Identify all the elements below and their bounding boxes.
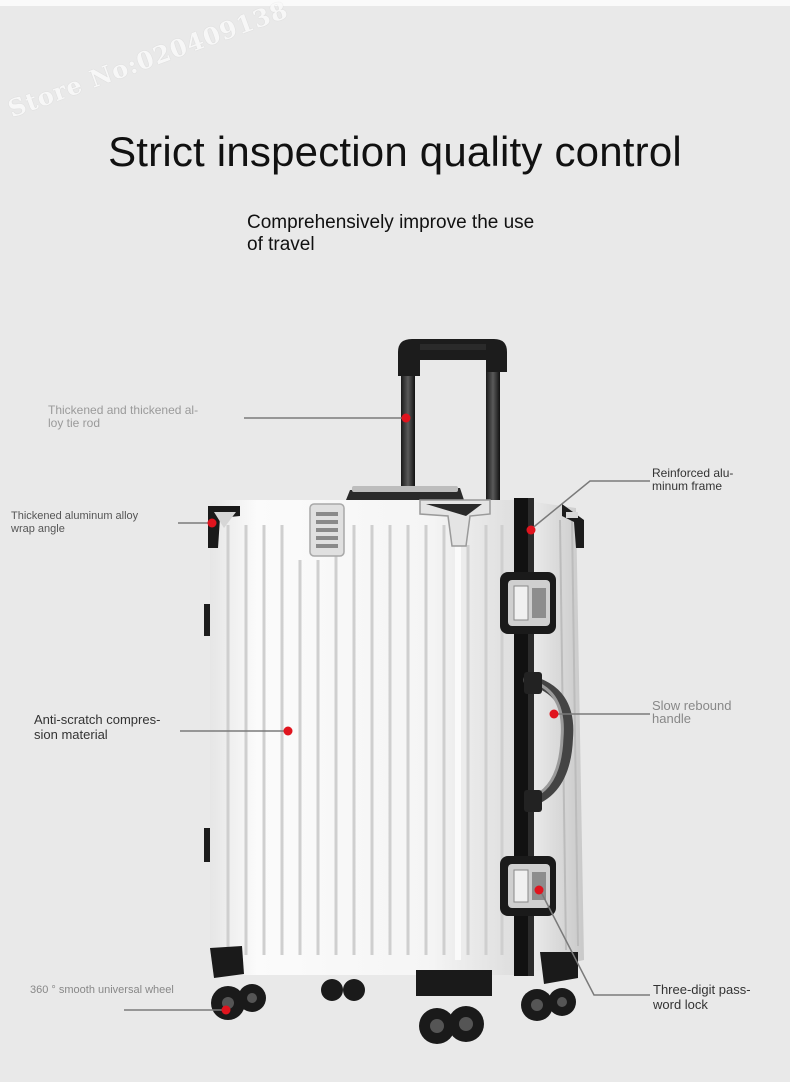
combination-lock [500,856,556,916]
wheel-left [211,984,266,1020]
subtitle-line-1: Comprehensively improve the use [247,212,535,233]
wheel-right [521,988,576,1021]
callout-material-line-2: sion material [34,727,108,742]
callout-wrap-angle-line-2: wrap angle [11,523,65,535]
callout-handle-line-1: Slow rebound [652,698,732,713]
upper-latch [500,572,556,634]
callout-material: Anti-scratch compres- sion material [34,712,160,742]
marker-frame [526,525,536,535]
side-handle [523,672,574,812]
callout-wrap-angle: Thickened aluminum alloy wrap angle [11,510,138,536]
marker-material [283,726,293,736]
marker-handle [549,709,559,719]
vent-badge [309,503,345,557]
callout-wrap-angle-line-1: Thickened aluminum alloy [11,510,139,522]
top-band [0,0,790,6]
marker-wheel [221,1005,231,1015]
page-subtitle: Comprehensively improve the use of trave… [247,212,534,256]
callout-handle: Slow rebound handle [652,699,732,725]
marker-wrap-angle [207,518,217,528]
callout-lock-line-1: Three-digit pass- [653,982,751,997]
callout-leaders [124,417,650,1011]
marker-lock [534,885,544,895]
callout-wheel: 360 ° smooth universal wheel [30,984,174,997]
suitcase-front-shell [210,500,522,975]
corner-guard-left [208,506,240,548]
telescopic-handle [398,339,507,508]
feature-markers [207,413,559,1015]
callout-frame-line-1: Reinforced alu- [652,466,734,480]
callout-tie-rod-line-2: loy tie rod [48,416,101,430]
subtitle-line-2: of travel [247,234,315,255]
callout-frame-line-2: minum frame [652,479,723,493]
callout-frame: Reinforced alu- minum frame [652,467,733,493]
callout-tie-rod-line-1: Thickened and thickened al- [48,403,199,417]
page-title: Strict inspection quality control [108,128,682,175]
marker-tie-rod [401,413,411,423]
callout-material-line-1: Anti-scratch compres- [34,712,161,727]
callout-lock: Three-digit pass- word lock [653,982,751,1012]
callout-handle-line-2: handle [652,711,692,726]
wheel-center-back [321,979,365,1001]
corner-guard-top [419,499,491,547]
callout-wheel-line-1: 360 ° smooth universal wheel [30,984,174,996]
wheel-center-front [419,1006,484,1044]
callout-lock-line-2: word lock [653,997,708,1012]
callout-tie-rod: Thickened and thickened al- loy tie rod [48,404,198,430]
